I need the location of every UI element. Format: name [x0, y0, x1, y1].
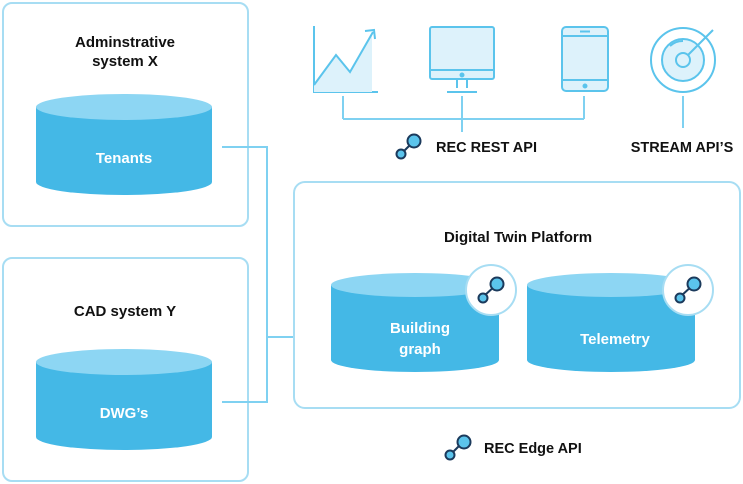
- rec-edge-api-icon: [444, 434, 472, 461]
- cad-system-box: CAD system Y DWG’s: [2, 257, 249, 482]
- rec-rest-api-label: REC REST API: [436, 140, 537, 156]
- admin-system-box: Adminstrative system X Tenants: [2, 2, 249, 227]
- building-graph-label-line2: graph: [399, 341, 441, 358]
- building-graph-database-icon: [331, 273, 499, 372]
- admin-system-title-line2: system X: [92, 53, 158, 70]
- rec-edge-api-label: REC Edge API: [484, 441, 582, 457]
- tenants-label: Tenants: [96, 150, 152, 167]
- telemetry-label: Telemetry: [580, 331, 650, 348]
- dwg-database-icon: [36, 349, 212, 450]
- cad-system-title: CAD system Y: [74, 303, 176, 320]
- client-connector-lines: [342, 96, 684, 132]
- telemetry-database-icon: [527, 273, 695, 372]
- rec-rest-api-icon: [395, 133, 422, 160]
- platform-title: Digital Twin Platform: [444, 229, 592, 246]
- rec-link-icon: [465, 264, 517, 316]
- digital-twin-platform-box: Digital Twin Platform Building graph Tel…: [293, 181, 741, 409]
- admin-system-title-line1: Adminstrative: [75, 34, 175, 51]
- rec-link-icon: [662, 264, 714, 316]
- tablet-icon: [561, 26, 609, 92]
- stream-api-label: STREAM API’S: [631, 140, 734, 156]
- building-graph-label-line1: Building: [390, 320, 450, 337]
- dwg-label: DWG’s: [100, 405, 149, 422]
- monitor-icon: [429, 26, 495, 93]
- tenants-database-icon: [36, 94, 212, 195]
- chart-icon: [313, 26, 378, 93]
- radar-icon: [650, 27, 716, 93]
